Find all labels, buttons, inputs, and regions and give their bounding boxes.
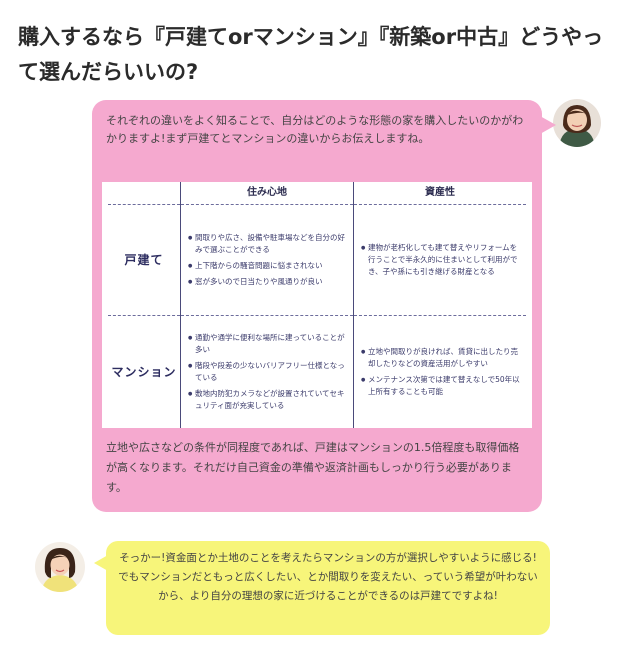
list-item: 立地や間取りが良ければ、賃貸に出したり売却したりなどの資産活用がしやすい [361, 346, 520, 370]
list-item: 間取りや広さ、設備や駐車場などを自分の好みで選ぶことができる [188, 232, 347, 256]
table-row-detached-house: 戸建て 間取りや広さ、設備や駐車場などを自分の好みで選ぶことができる 上下階から… [108, 204, 526, 316]
header-asset: 資産性 [353, 182, 526, 205]
list-item: 窓が多いので日当たりや風通りが良い [188, 276, 347, 288]
list-item: 敷地内防犯カメラなどが設置されていてセキュリティ面が充実している [188, 388, 347, 412]
cell-detached-comfort: 間取りや広さ、設備や駐車場などを自分の好みで選ぶことができる 上下階からの騒音問… [180, 204, 354, 316]
list-item: 建物が老朽化しても建て替えやリフォームを行うことで半永久的に住まいとして利用がで… [361, 242, 520, 278]
list-item: 階段や段差の少ないバリアフリー仕様となっている [188, 360, 347, 384]
list-item: メンテナンス次第では建て替えなしで50年以上所有することも可能 [361, 374, 520, 398]
advisor-avatar [553, 99, 601, 147]
cell-detached-asset: 建物が老朽化しても建て替えやリフォームを行うことで半永久的に住まいとして利用がで… [353, 204, 526, 316]
heading-line-2: て選んだらいいの? [18, 60, 199, 85]
user-avatar-icon [35, 542, 85, 592]
table-row-condominium: マンション 通勤や通学に便利な場所に建っていることが多い 階段や段差の少ないバリ… [108, 315, 526, 428]
user-avatar [35, 542, 85, 592]
comparison-table-card: 住み心地 資産性 戸建て 間取りや広さ、設備や駐車場などを自分の好みで選ぶことが… [102, 182, 532, 428]
comparison-table: 住み心地 資産性 戸建て 間取りや広さ、設備や駐車場などを自分の好みで選ぶことが… [108, 182, 526, 428]
list-item: 通勤や通学に便利な場所に建っていることが多い [188, 332, 347, 356]
advisor-summary-text: 立地や広さなどの条件が同程度であれば、戸建はマンションの1.5倍程度も取得価格が… [106, 441, 520, 494]
row-label-condominium: マンション [111, 365, 177, 379]
user-speech-bubble: そっかー!資金面とか土地のことを考えたらマンションの方が選択しやすいように感じる… [94, 541, 550, 635]
advisor-speech-bubble: それぞれの違いをよく知ることで、自分はどのような形態の家を購入したいのかがわかり… [92, 100, 556, 512]
advisor-avatar-icon [553, 99, 601, 147]
user-reply-text: そっかー!資金面とか土地のことを考えたらマンションの方が選択しやすいように感じる… [118, 552, 538, 602]
header-comfort: 住み心地 [180, 182, 354, 205]
header-empty [108, 182, 181, 205]
list-item: 上下階からの騒音問題に悩まされない [188, 260, 347, 272]
table-header-row: 住み心地 資産性 [108, 182, 526, 205]
advisor-intro-text: それぞれの違いをよく知ることで、自分はどのような形態の家を購入したいのかがわかり… [106, 114, 524, 145]
cell-condo-asset: 立地や間取りが良ければ、賃貸に出したり売却したりなどの資産活用がしやすい メンテ… [353, 315, 526, 428]
article-heading: 購入するなら『戸建てorマンション』『新築or中古』どうやっ て選んだらいいの? [18, 20, 628, 90]
heading-line-1: 購入するなら『戸建てorマンション』『新築or中古』どうやっ [18, 25, 604, 50]
cell-condo-comfort: 通勤や通学に便利な場所に建っていることが多い 階段や段差の少ないバリアフリー仕様… [180, 315, 354, 428]
row-label-detached-house: 戸建て [108, 204, 181, 316]
